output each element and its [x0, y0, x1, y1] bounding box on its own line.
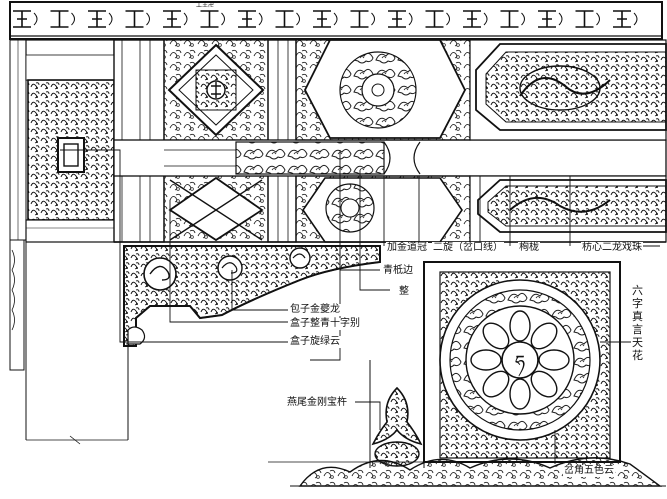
header-mark: 工王卍 [196, 2, 215, 9]
lotus-petal [470, 349, 502, 371]
gong-wang-motif [200, 10, 219, 28]
diamond-panel-upper [163, 39, 269, 141]
band-scroll-motif [258, 12, 263, 26]
band-scroll-motif [146, 12, 150, 26]
gong-wang-motif [575, 10, 594, 28]
kui-dragon-bracket [123, 245, 381, 347]
gong-wang-motif [13, 10, 31, 28]
band-scroll-motif [408, 12, 413, 26]
band-scroll-motif [333, 12, 338, 26]
dragon-panel-upper [469, 39, 667, 141]
band-scroll-motif [296, 12, 300, 26]
gong-wang-motif [425, 10, 444, 28]
band-scroll-motif [371, 12, 375, 26]
gong-wang-motif [88, 10, 106, 28]
band-scroll-motif [33, 12, 38, 26]
top-border-band [9, 1, 663, 40]
bottom-cloud-band [268, 457, 666, 487]
gong-wang-motif [613, 10, 631, 28]
band-scroll-motif [633, 12, 638, 26]
label-liu-zi-zhen-yan-tian-hua: 六字真言天花 [631, 284, 644, 362]
gong-wang-motif [125, 10, 144, 28]
gong-wang-motif [238, 10, 256, 28]
six-syllable-mantra-medallion: ཧ [423, 261, 621, 463]
label-he-zi-xuan-lu-yun: 盒子旋绿云 [289, 336, 341, 348]
label-er-xuan: 二旋（岔口线） [432, 242, 504, 254]
band-scroll-motif [596, 12, 600, 26]
gong-wang-motif [500, 10, 519, 28]
band-scroll-motif [483, 12, 488, 26]
label-jia-jin-dao-guan: 加金道冠 [386, 242, 428, 254]
left-column [9, 239, 129, 445]
band-scroll-motif [71, 12, 75, 26]
label-qi-jiao-wu-se-yun: 岔角五色云 [563, 465, 615, 477]
lotus-petal [530, 322, 558, 350]
gong-wang-motif [463, 10, 481, 28]
lotus-petal [538, 349, 570, 371]
left-beam-section [9, 39, 117, 243]
band-scroll-motif [183, 12, 188, 26]
gong-wang-motif [50, 10, 69, 28]
peony-panel-upper [295, 39, 471, 141]
band-scroll-motif [521, 12, 525, 26]
dragon-panel-lower [469, 175, 667, 243]
label-yan-wei-jin-gang-bao-zuo: 燕尾金刚宝杵 [286, 397, 348, 409]
band-scroll-motif [108, 12, 113, 26]
band-scroll-motif [558, 12, 563, 26]
lotus-petal [482, 370, 510, 398]
band-scroll-motif [221, 12, 225, 26]
label-gou-long: 栒栊 [518, 242, 540, 254]
gong-wang-motif [163, 10, 181, 28]
lotus-petal [509, 310, 531, 342]
label-zheng: 整 [398, 286, 410, 298]
lotus-petal [482, 322, 510, 350]
svg-text:ཧ: ཧ [515, 352, 525, 377]
swallow-tail-vajra [369, 360, 425, 468]
gong-wang-motif [275, 10, 294, 28]
gong-wang-motif [538, 10, 556, 28]
middle-beam [113, 139, 667, 177]
gong-wang-motif [313, 10, 331, 28]
diamond-panel-lower [163, 175, 269, 243]
lotus-petal [509, 378, 531, 410]
peony-panel-lower [295, 175, 471, 243]
band-scroll-motif [446, 12, 450, 26]
gong-wang-motif [350, 10, 369, 28]
label-qing-shu-bian: 青柢边 [382, 265, 414, 277]
gong-wang-motif [388, 10, 406, 28]
leader-lines [60, 149, 660, 464]
label-bao-zi-jin-kui-long: 包子金夔龙 [289, 304, 341, 316]
label-fang-xin-er-long-xi-zhu: 枋心二龙戏珠 [581, 242, 643, 254]
lotus-petal [530, 370, 558, 398]
label-he-zi-zheng-qing-shi-zi-bie: 盒子整青十字别 [289, 318, 361, 330]
